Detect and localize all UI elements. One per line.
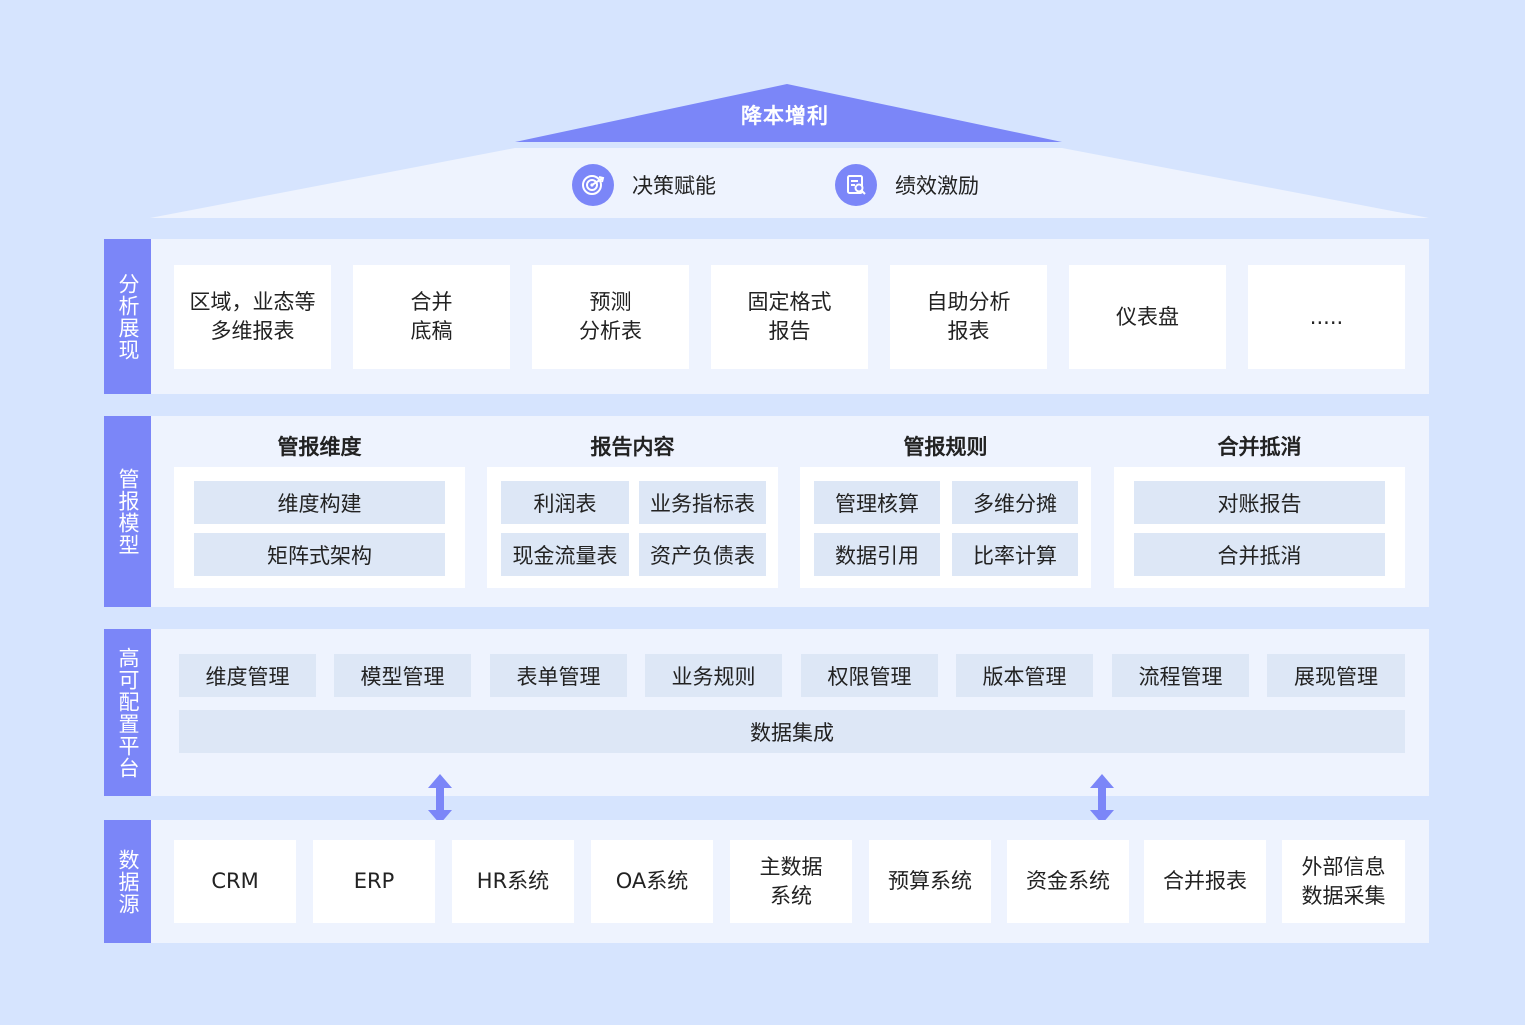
model-chip: 维度构建 xyxy=(194,481,445,524)
model-chip: 矩阵式架构 xyxy=(194,533,445,576)
model-chip: 合并抵消 xyxy=(1134,533,1385,576)
platform-chip: 权限管理 xyxy=(801,654,938,697)
analysis-card: 仪表盘 xyxy=(1069,265,1226,369)
layer-label-analysis: 分析展现 xyxy=(104,239,151,394)
source-card: 资金系统 xyxy=(1007,840,1129,923)
model-chip: 业务指标表 xyxy=(639,481,766,524)
model-chip: 资产负债表 xyxy=(639,533,766,576)
source-card: 主数据 系统 xyxy=(730,840,852,923)
source-card: CRM xyxy=(174,840,296,923)
source-card: OA系统 xyxy=(591,840,713,923)
analysis-card: 自助分析 报表 xyxy=(890,265,1047,369)
goal-label: 决策赋能 xyxy=(632,174,716,198)
roof-title: 降本增利 xyxy=(741,104,829,128)
source-card: HR系统 xyxy=(452,840,574,923)
double-arrow-icon xyxy=(1090,774,1114,824)
platform-chip: 维度管理 xyxy=(179,654,316,697)
data-integration-bar: 数据集成 xyxy=(179,710,1405,753)
source-card: 合并报表 xyxy=(1144,840,1266,923)
layer-label-model: 管报模型 xyxy=(104,416,151,607)
analysis-card: 合并 底稿 xyxy=(353,265,510,369)
platform-chip: 业务规则 xyxy=(645,654,782,697)
model-chip: 管理核算 xyxy=(814,481,940,524)
platform-chip: 模型管理 xyxy=(334,654,471,697)
model-chip: 利润表 xyxy=(501,481,629,524)
platform-chip: 表单管理 xyxy=(490,654,627,697)
goal-decision: 决策赋能 xyxy=(572,164,716,206)
model-group-title: 管报规则 xyxy=(903,435,988,459)
layer-label-platform: 高可配置平台 xyxy=(104,629,151,796)
platform-chip: 展现管理 xyxy=(1267,654,1405,697)
model-chip: 现金流量表 xyxy=(501,533,629,576)
model-chip: 对账报告 xyxy=(1134,481,1385,524)
model-chip: 多维分摊 xyxy=(952,481,1078,524)
analysis-card: 区域，业态等 多维报表 xyxy=(174,265,331,369)
analysis-card: ..... xyxy=(1248,265,1405,369)
model-chip: 比率计算 xyxy=(952,533,1078,576)
model-chip: 数据引用 xyxy=(814,533,940,576)
report-search-icon xyxy=(835,164,877,206)
platform-chip: 版本管理 xyxy=(956,654,1093,697)
layer-label-sources: 数据源 xyxy=(104,820,151,943)
model-group-title: 报告内容 xyxy=(590,435,675,459)
roof-shape xyxy=(150,84,1429,218)
model-group-title: 合并抵消 xyxy=(1217,435,1302,459)
double-arrow-icon xyxy=(428,774,452,824)
target-icon xyxy=(572,164,614,206)
goal-performance: 绩效激励 xyxy=(835,164,979,206)
analysis-card: 固定格式 报告 xyxy=(711,265,868,369)
source-card: 预算系统 xyxy=(869,840,991,923)
platform-chip: 流程管理 xyxy=(1112,654,1249,697)
source-card: ERP xyxy=(313,840,435,923)
analysis-card: 预测 分析表 xyxy=(532,265,689,369)
source-card: 外部信息 数据采集 xyxy=(1282,840,1405,923)
goal-label: 绩效激励 xyxy=(895,174,979,198)
model-group-title: 管报维度 xyxy=(277,435,362,459)
